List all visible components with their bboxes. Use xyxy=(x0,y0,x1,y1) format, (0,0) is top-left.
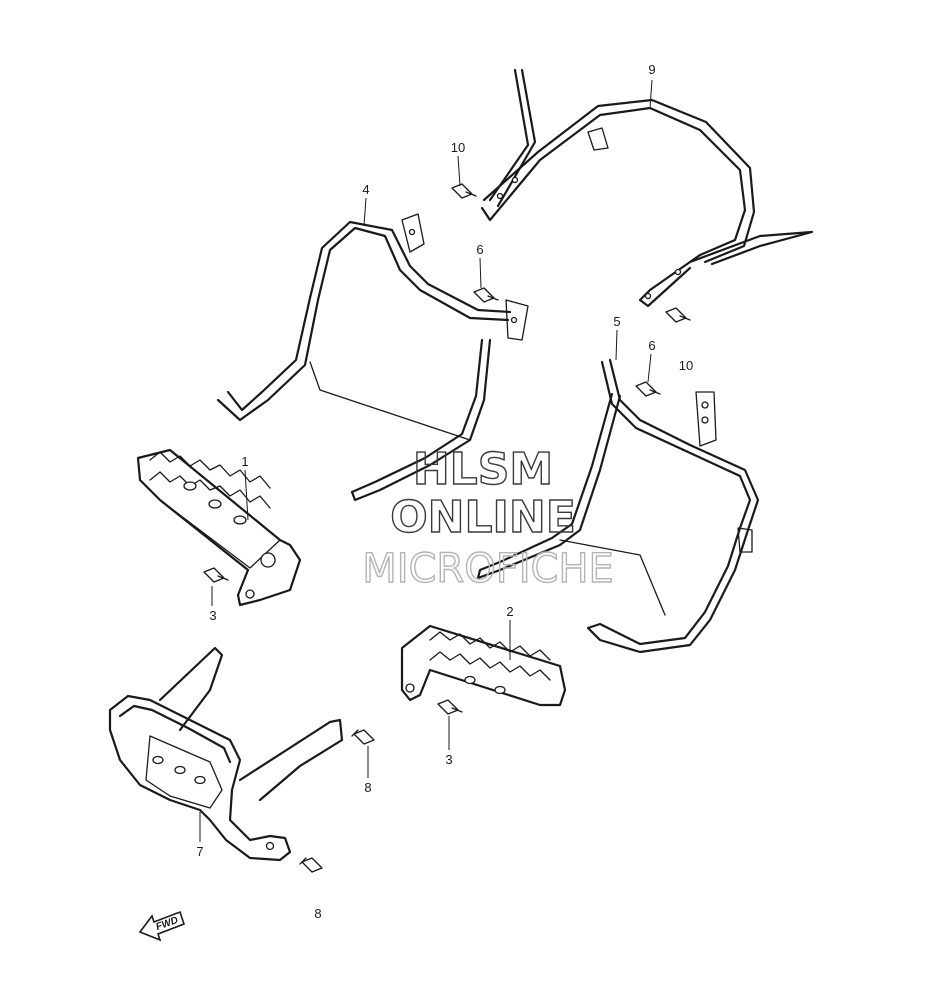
callout-10: 10 xyxy=(451,140,465,155)
part-10-bolt-a[interactable] xyxy=(451,183,477,199)
callout-3: 3 xyxy=(445,752,452,767)
callout-6: 6 xyxy=(648,338,655,353)
callout-8: 8 xyxy=(364,780,371,795)
part-1-left-footpeg[interactable] xyxy=(136,448,302,607)
callout-4: 4 xyxy=(362,182,369,197)
callouts: 9 10 4 6 5 6 10 1 3 2 3 8 7 8 xyxy=(196,62,693,921)
fwd-arrow-icon: FWD xyxy=(138,910,186,942)
part-4-left-frame[interactable] xyxy=(216,213,529,502)
watermark-line-2: ONLINE xyxy=(390,492,576,543)
part-2-right-footpeg[interactable] xyxy=(400,624,567,707)
callout-2: 2 xyxy=(506,604,513,619)
part-5-right-frame[interactable] xyxy=(476,358,760,654)
watermark: HLSM ONLINE MICROFICHE xyxy=(361,443,614,592)
callout-8: 8 xyxy=(314,906,321,921)
part-6-bolt-b[interactable] xyxy=(635,381,661,397)
leader-lines xyxy=(199,79,653,842)
part-7-front-guard[interactable] xyxy=(108,646,344,862)
watermark-line-1: HLSM xyxy=(413,444,553,495)
part-9-rear-frame[interactable] xyxy=(480,68,814,308)
part-6-bolt-a[interactable] xyxy=(473,287,499,303)
callout-10: 10 xyxy=(679,358,693,373)
part-10-bolt-b[interactable] xyxy=(665,307,691,323)
callout-5: 5 xyxy=(613,314,620,329)
watermark-line-3: MICROFICHE xyxy=(362,546,614,592)
callout-6: 6 xyxy=(476,242,483,257)
callout-7: 7 xyxy=(196,844,203,859)
part-3-bolt-b[interactable] xyxy=(437,699,463,715)
callout-3: 3 xyxy=(209,608,216,623)
part-8-bolt-a[interactable] xyxy=(351,729,375,745)
callout-9: 9 xyxy=(648,62,655,77)
part-8-bolt-b[interactable] xyxy=(299,857,323,873)
part-3-bolt-a[interactable] xyxy=(203,567,229,583)
callout-1: 1 xyxy=(241,454,248,469)
